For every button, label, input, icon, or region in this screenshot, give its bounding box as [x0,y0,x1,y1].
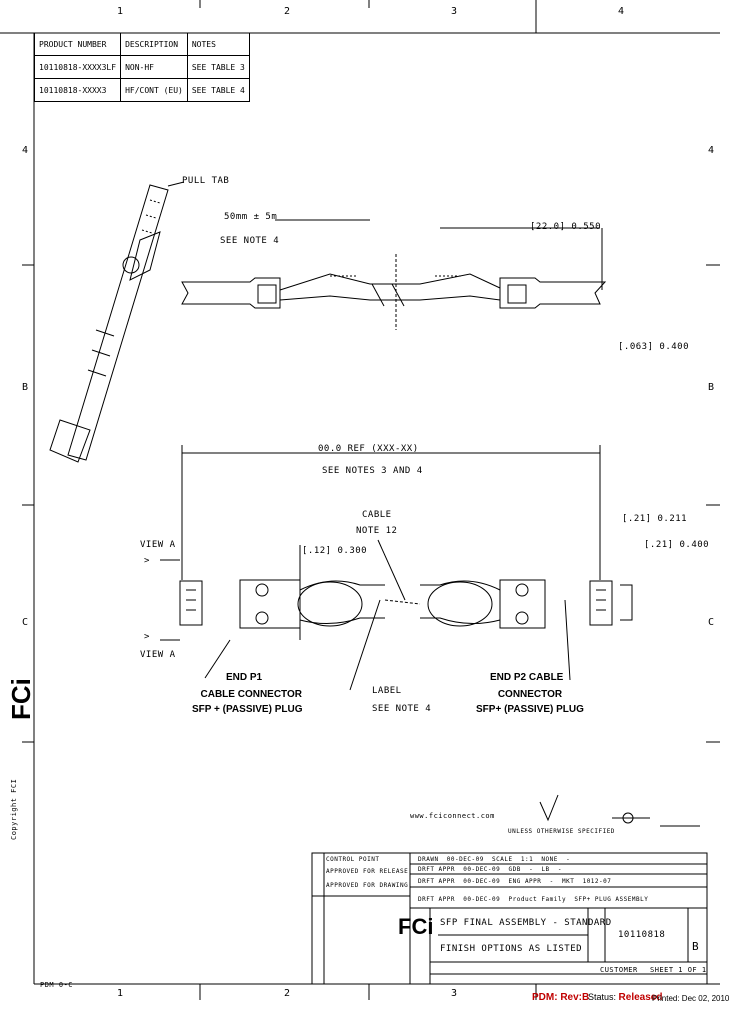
pdm-rev: PDM: Rev:B [532,992,590,1003]
parts-table: PRODUCT NUMBER DESCRIPTION NOTES 1011081… [33,33,250,102]
website-label: www.fciconnect.com [410,812,495,820]
grid-col-3: 3 [451,6,458,17]
end-p2-line1: END P2 CABLE [490,672,564,683]
end-p2-line2: CONNECTOR [497,689,563,700]
note-12-label: NOTE 12 [356,526,398,536]
product-number-cell: 10110818-XXXX3LF [33,55,122,79]
info-row-3: DRFT APPR 00-DEC-09 ENG APPR - MKT 1012-… [418,878,612,885]
dim-right-side-label: [.063] 0.400 [618,342,690,352]
end-p1-line3: SFP + (PASSIVE) PLUG [192,704,303,715]
tolerance-symbols [539,794,700,827]
label-note: SEE NOTE 4 [372,704,432,714]
grid-col-2-bottom: 2 [284,988,291,999]
grid-col-1-bottom: 1 [117,988,124,999]
rev-letter: B [692,940,700,953]
see-note-4-label: SEE NOTE 4 [220,236,280,246]
dim-right-mid2-label: [.21] 0.400 [644,540,710,550]
fci-logo-side: FCi [6,678,36,720]
dim-overall-label: 00.0 REF (XXX-XX) [318,444,419,454]
status-value: Released [618,992,663,1003]
grid-row-b-right: B [708,382,715,393]
info-row-1: DRAWN 00-DEC-09 SCALE 1:1 NONE - [418,856,571,863]
view-a-top-label: VIEW A [140,540,176,550]
part-number: 10110818 [618,930,666,940]
header-product-number: PRODUCT NUMBER [33,33,122,56]
see-notes-label: SEE NOTES 3 AND 4 [322,466,423,476]
status-line: Status: Released [588,992,662,1003]
grid-row-a-right: 4 [708,145,715,156]
grid-col-4: 4 [618,6,625,17]
view-arrow-top: > [144,556,150,566]
notes-cell: SEE TABLE 4 [186,78,250,102]
grid-col-1: 1 [117,6,124,17]
end-p2-line3: SFP+ (PASSIVE) PLUG [476,704,584,715]
grid-col-2: 2 [284,6,291,17]
cable-label: CABLE [362,510,392,520]
top-view-assembly [181,219,607,330]
rev-row-3: APPROVED FOR DRAWING [326,882,409,889]
grid-row-a: 4 [22,145,29,156]
customer-label: CUSTOMER [600,966,638,974]
dim-right-top-label: [22.0] 0.550 [530,222,602,232]
end-p1-line2: CABLE CONNECTOR [200,689,302,700]
title-block-frame [311,852,708,985]
product-number-cell: 10110818-XXXX3 [33,78,122,102]
description-cell: HF/CONT (EU) [120,78,188,102]
end-p1-line1: END P1 [226,672,263,683]
bottom-assembly [160,539,633,691]
pdm-code: PDM 0-C [40,981,74,989]
grid-row-b: B [22,382,29,393]
header-description: DESCRIPTION [120,33,188,56]
copyright-label: Copyright FCI [10,778,18,840]
label-title: LABEL [372,686,402,696]
rev-row-2: APPROVED FOR RELEASE [326,868,409,875]
header-notes: NOTES [186,33,250,56]
description-cell: NON-HF [120,55,188,79]
fci-logo-title: FCi [398,914,434,939]
dim-right-mid1-label: [.21] 0.211 [622,514,688,524]
table-row: 10110818-XXXX3LF NON-HF SEE TABLE 3 [33,55,250,79]
status-prefix: Status: [588,992,617,1002]
info-row-4: DRFT APPR 00-DEC-09 Product Family SFP+ … [418,896,649,903]
printed-date: Printed: Dec 02, 2010 [652,994,729,1003]
roughness-note: UNLESS OTHERWISE SPECIFIED [508,828,615,835]
grid-col-3-bottom: 3 [451,988,458,999]
end-p2-callout: END P2 CABLE CONNECTOR SFP+ (PASSIVE) PL… [476,672,584,715]
dim-left-mid-label: [.12] 0.300 [302,546,368,556]
table-row: 10110818-XXXX3 HF/CONT (EU) SEE TABLE 4 [33,78,250,102]
view-a-bottom-label: VIEW A [140,650,176,660]
isometric-module [49,181,185,463]
dim-top-label: 50mm ± 5m [224,212,278,222]
sheet-label: SHEET 1 OF 1 [650,966,707,974]
parts-table-header: PRODUCT NUMBER DESCRIPTION NOTES [33,33,250,56]
grid-row-c-right: C [708,617,715,628]
notes-cell: SEE TABLE 3 [186,55,250,79]
pull-tab-label: PULL TAB [182,176,230,186]
end-p1-callout: END P1 CABLE CONNECTOR SFP + (PASSIVE) P… [192,672,303,715]
info-row-2: DRFT APPR 00-DEC-09 GDB - LB - [418,866,563,873]
drawing-title-line1: SFP FINAL ASSEMBLY - STANDARD [440,918,612,928]
drawing-title-line2: FINISH OPTIONS AS LISTED [440,944,583,954]
rev-row-1: CONTROL POINT [326,856,380,863]
view-arrow-bottom: > [144,632,150,642]
grid-row-c: C [22,617,29,628]
